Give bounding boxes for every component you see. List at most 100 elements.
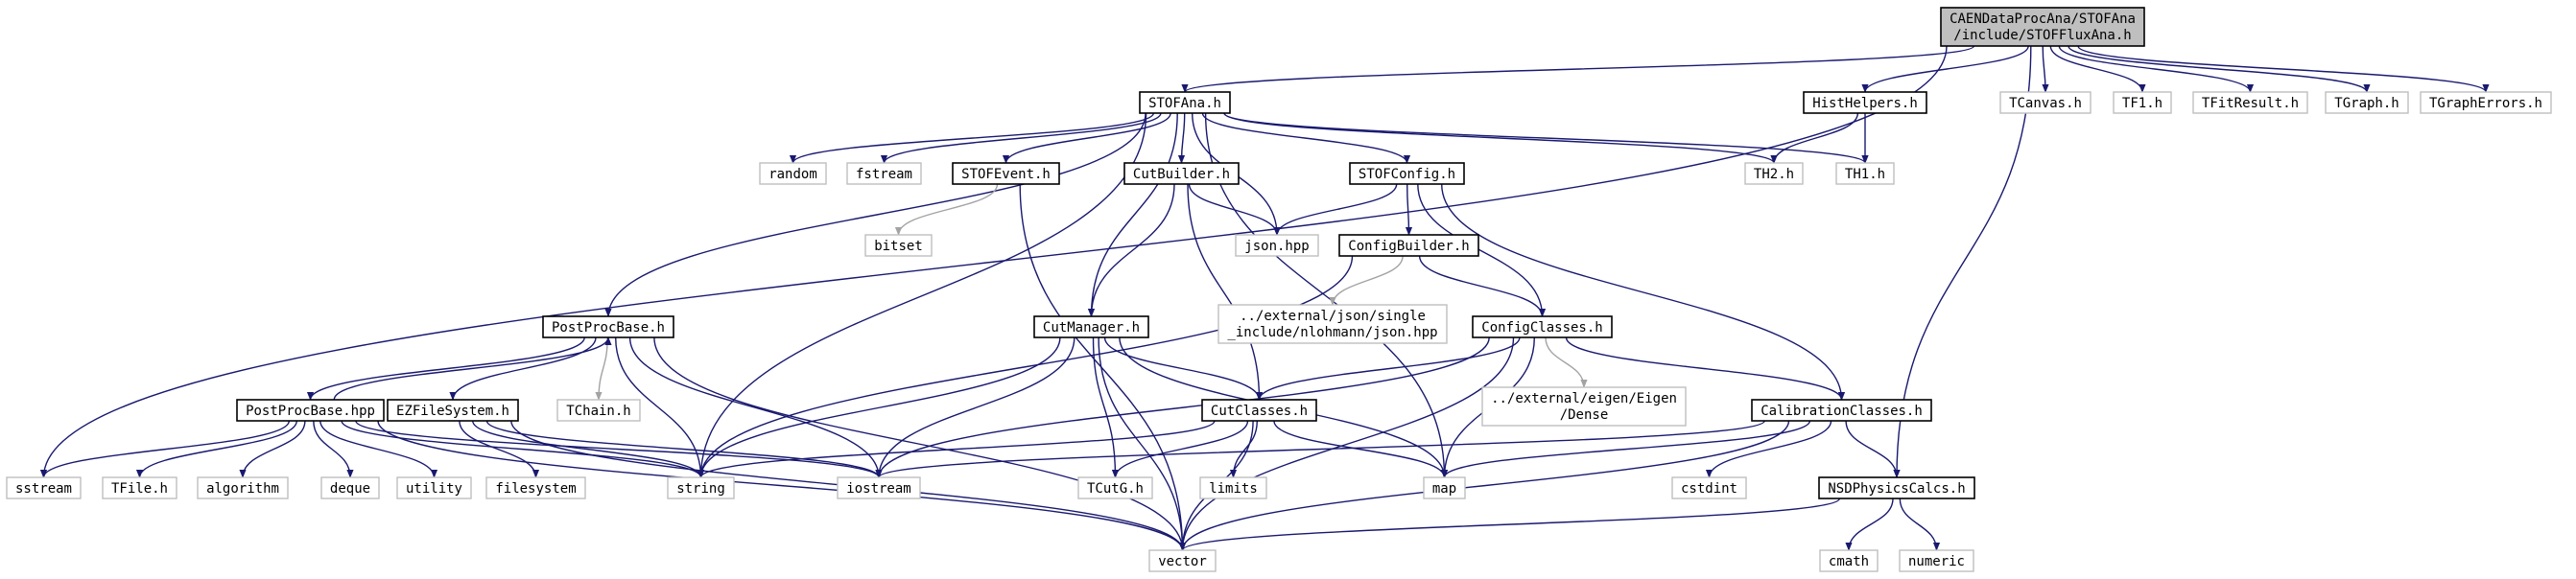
edge-stofana-to-th2 [1223,112,1778,164]
node-root[interactable]: CAENDataProcAna/STOFAna/include/STOFFlux… [1940,7,2145,47]
node-label: TFitResult.h [2202,96,2299,111]
dependency-edges [39,45,2490,551]
node-label: utility [406,481,462,497]
edge-postprocbase_h-to-ezfilesystem [449,336,597,401]
node-label: ConfigClasses.h [1481,320,1602,336]
edge-nsdphysicscalcs-to-vector [1179,498,1841,551]
node-label: CalibrationClasses.h [1761,404,1923,419]
node-stofevent[interactable]: STOFEvent.h [952,162,1060,185]
edge-root-to-tcanvas [2042,45,2049,93]
edge-postprocbase_hpp-to-sstream [39,420,290,478]
node-label: NSDPhysicsCalcs.h [1828,481,1965,497]
edge-calibrationclasses-to-cstdint [1705,420,1832,478]
edge-postprocbase_hpp-to-deque [313,420,354,478]
node-postprocbase-h[interactable]: PostProcBase.h [542,315,674,338]
node-cstdint: cstdint [1671,476,1747,499]
node-label: /Dense [1560,407,1609,423]
edge-postprocbase_hpp-to-postprocbase_h [333,336,612,401]
node-tcutg: TCutG.h [1077,476,1153,499]
node-label: TH1.h [1845,167,1885,182]
edge-configbuilder-to-configclasses [1418,255,1547,317]
edge-ezfilesystem-to-filesystem [459,420,540,478]
node-calibrationclasses[interactable]: CalibrationClasses.h [1751,399,1932,422]
edge-postprocbase_h-to-postprocbase_hpp [306,336,585,401]
node-cutbuilder[interactable]: CutBuilder.h [1123,162,1240,185]
node-label: ConfigBuilder.h [1348,239,1469,254]
node-label: TGraph.h [2334,96,2399,111]
node-tfitresult: TFitResult.h [2192,91,2308,114]
edge-cutclasses-to-map [1273,420,1449,478]
node-label: CutClasses.h [1211,404,1308,419]
edge-stofana-to-stofevent [1002,112,1171,164]
node-iostream: iostream [837,476,921,499]
node-algorithm: algorithm [197,476,289,499]
edge-configclasses-to-eigen [1545,336,1588,388]
node-label: TCanvas.h [2009,96,2082,111]
edge-cutbuilder-to-json [1188,183,1281,236]
node-label: TGraphErrors.h [2429,96,2542,111]
edge-cutbuilder-to-cutmanager [1087,183,1175,317]
node-label: TChain.h [566,404,630,419]
node-label: string [676,481,725,497]
edge-cutmanager-to-vector [1098,336,1187,551]
node-nsdphysicscalcs[interactable]: NSDPhysicsCalcs.h [1818,476,1975,499]
node-random: random [759,162,827,185]
node-label: bitset [874,239,923,254]
edge-stofana-to-cutbuilder [1177,112,1186,164]
edge-calibrationclasses-to-iostream [875,420,1765,478]
node-eigen: ../external/eigen/Eigen/Dense [1481,386,1687,427]
edge-stofconfig-to-configbuilder [1405,183,1413,236]
node-label: TCutG.h [1087,481,1144,497]
edge-stofana-to-cutmanager [1087,112,1178,317]
node-stofconfig[interactable]: STOFConfig.h [1349,162,1465,185]
edge-postprocbase_hpp-to-tfile [135,420,297,478]
node-limits: limits [1199,476,1267,499]
node-histhelpers[interactable]: HistHelpers.h [1803,91,1927,114]
edge-cutbuilder-to-cutclasses [1187,183,1264,401]
edge-stofana-to-th1 [1223,112,1869,164]
edge-configclasses-to-calibrationclasses [1565,336,1846,401]
node-stofana[interactable]: STOFAna.h [1139,91,1231,114]
edge-configbuilder-to-string [697,255,1354,478]
node-configbuilder[interactable]: ConfigBuilder.h [1338,234,1479,257]
node-label: iostream [846,481,910,497]
node-filesystem: filesystem [485,476,586,499]
node-label: TH2.h [1754,167,1794,182]
node-json: json.hpp [1235,234,1319,257]
edge-postprocbase_hpp-to-vector [377,420,1186,551]
edge-configbuilder-to-nlohmann [1329,255,1404,306]
edge-ezfilesystem-to-string [472,420,705,478]
edge-postprocbase_hpp-to-iostream [355,420,883,478]
edge-postprocbase_hpp-to-string [341,420,704,478]
node-label: ../external/json/single [1240,309,1426,324]
edge-stofconfig-to-json [1273,183,1398,236]
node-label: CAENDataProcAna/STOFAna [1950,12,2136,27]
node-ezfilesystem[interactable]: EZFileSystem.h [387,399,519,422]
node-label: random [768,167,817,182]
node-label: EZFileSystem.h [396,404,509,419]
node-cutmanager[interactable]: CutManager.h [1033,315,1149,338]
node-label: STOFAna.h [1148,96,1221,111]
node-string: string [667,476,735,499]
edge-configclasses-to-vector [1178,336,1515,551]
node-tgrapherrors: TGraphErrors.h [2420,91,2552,114]
edge-postprocbase_h-to-iostream [628,336,883,478]
node-postprocbase-hpp[interactable]: PostProcBase.hpp [236,399,385,422]
edge-stofana-to-random [790,112,1154,164]
node-label: cmath [1829,554,1869,569]
node-label: numeric [1908,554,1965,569]
edge-cutclasses-to-tcutg [1111,420,1249,478]
edge-stofana-to-string [697,112,1147,478]
edge-root-to-sstream [39,45,1948,478]
node-label: /include/STOFFluxAna.h [1953,28,2131,43]
edge-nsdphysicscalcs-to-cmath [1845,498,1894,551]
edge-nsdphysicscalcs-to-numeric [1899,498,1941,551]
edge-stofconfig-to-calibrationclasses [1441,183,1846,401]
node-cutclasses[interactable]: CutClasses.h [1201,399,1317,422]
node-label: STOFConfig.h [1359,167,1455,182]
node-label: ../external/eigen/Eigen [1491,391,1677,406]
node-label: algorithm [206,481,279,497]
node-label: CutManager.h [1043,320,1140,336]
node-configclasses[interactable]: ConfigClasses.h [1472,315,1613,338]
